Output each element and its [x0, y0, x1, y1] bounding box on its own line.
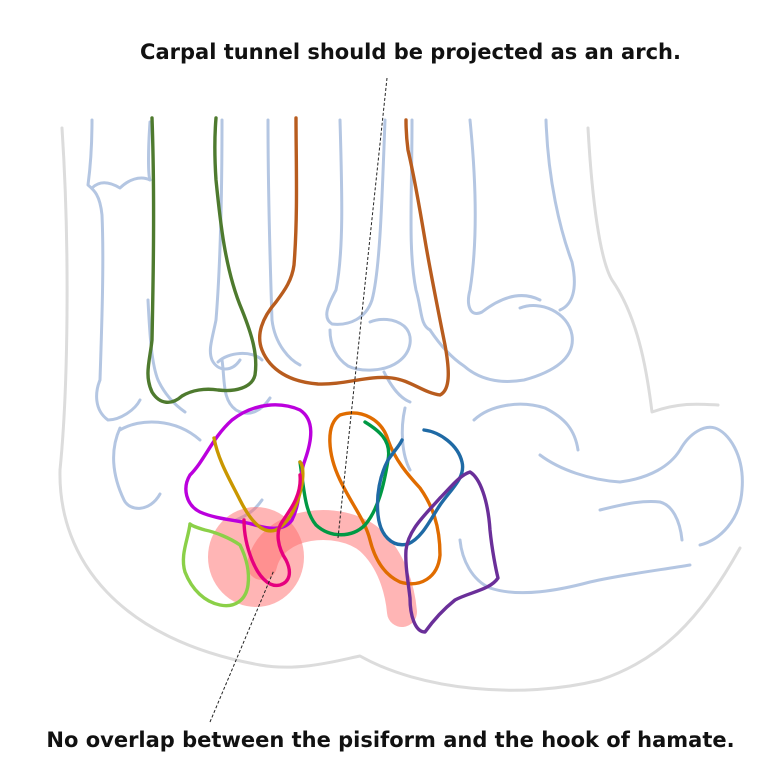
trapezium-outline: [242, 473, 302, 588]
carpal-tunnel-arch-highlight: [247, 510, 417, 627]
triquetrum-outline: [404, 470, 500, 634]
top-leader-line: [337, 77, 388, 539]
capitate-outline: [328, 411, 442, 586]
hook-of-hamate-outline: [298, 420, 391, 537]
colored-outlines: [146, 116, 500, 634]
top-annotation: Carpal tunnel should be projected as an …: [140, 40, 681, 64]
leader-lines: [209, 77, 388, 723]
highlights: [208, 507, 417, 627]
trapezium-ridge-outline: [212, 436, 305, 533]
second-metacarpal-outline: [146, 116, 258, 404]
skin-outline: [58, 126, 742, 692]
bottom-annotation: No overlap between the pisiform and the …: [46, 728, 735, 752]
bottom-leader-line: [209, 569, 275, 723]
pisiform-outline: [181, 522, 251, 608]
third-metacarpal-outline: [257, 116, 450, 397]
